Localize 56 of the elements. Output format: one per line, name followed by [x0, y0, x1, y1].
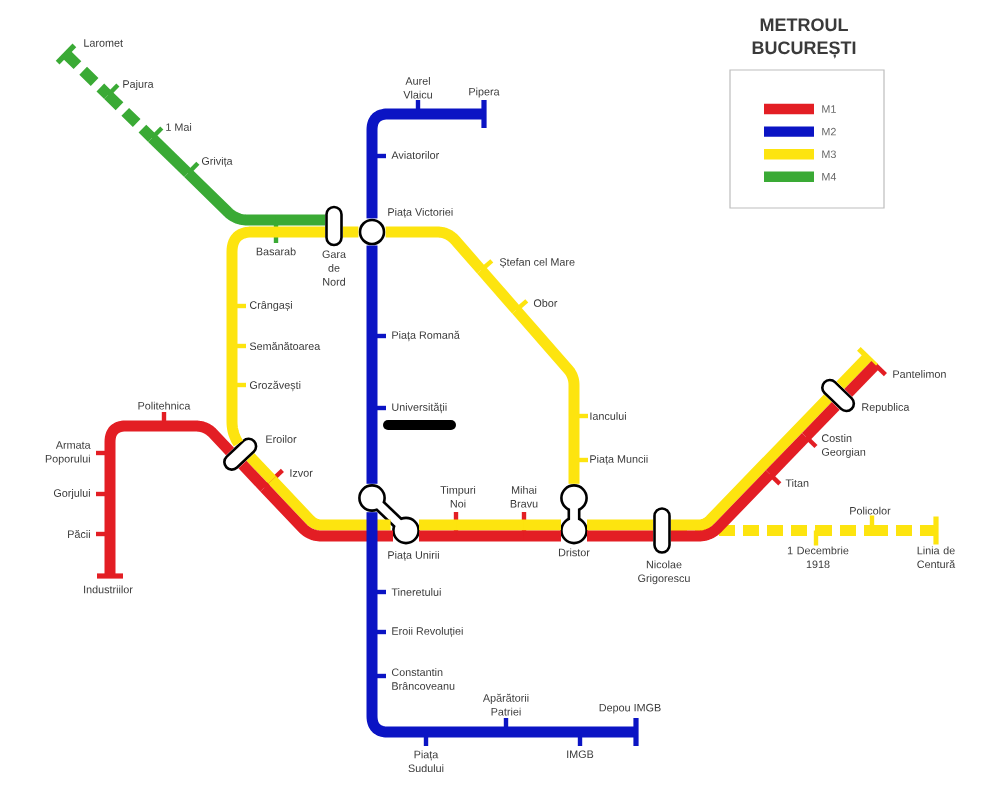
metro-line — [816, 525, 872, 536]
metro-line — [366, 245, 378, 336]
metro-line — [872, 525, 936, 536]
metro-line — [587, 530, 653, 542]
metro-line — [385, 226, 486, 274]
metro-line — [104, 453, 116, 494]
metro-line — [366, 336, 378, 408]
metro-line — [419, 530, 456, 542]
metro-line — [456, 519, 524, 531]
metro-line — [343, 226, 359, 238]
metro-line — [238, 460, 269, 492]
metro-line — [260, 483, 393, 542]
metro-line — [477, 266, 521, 314]
metro-line — [226, 385, 244, 448]
metro-line — [366, 108, 418, 156]
metro-line — [104, 420, 164, 453]
metro-line — [418, 108, 484, 120]
metro-line — [506, 726, 580, 738]
metro-line — [226, 346, 238, 385]
metro-line — [836, 353, 872, 390]
metro-line — [276, 226, 325, 238]
metro-line — [366, 156, 378, 219]
metro-line — [366, 512, 378, 592]
metro-line — [104, 91, 156, 142]
metro-line — [568, 460, 580, 484]
metro-line — [226, 226, 276, 306]
metro-line — [366, 592, 378, 632]
metro-line — [366, 408, 378, 484]
metro-line — [164, 420, 235, 456]
metro-line — [587, 519, 653, 531]
metro-line — [226, 306, 238, 346]
metro-line — [512, 306, 580, 416]
metro-line — [844, 361, 880, 397]
end-bar — [857, 347, 878, 368]
metro-line — [765, 432, 810, 478]
metro-line — [184, 169, 276, 226]
metro-line — [62, 50, 112, 99]
metro-line — [276, 214, 325, 226]
metro-line — [104, 534, 116, 576]
metro-line — [456, 530, 524, 542]
metro-line — [419, 519, 456, 531]
metro-line — [426, 726, 506, 738]
metro-line — [366, 632, 378, 676]
metro-line — [671, 394, 832, 531]
metro-line — [366, 676, 426, 738]
metro-line — [104, 494, 116, 534]
metro-line — [568, 416, 580, 460]
metro-line — [246, 453, 277, 484]
metro-line — [671, 470, 774, 542]
metro-line — [580, 726, 636, 738]
metro-line — [524, 519, 561, 531]
metro-line — [148, 134, 192, 178]
metro-line — [801, 402, 840, 441]
metro-line — [524, 530, 561, 542]
metro-line — [268, 476, 391, 531]
title: METROUL BUCUREȘTI — [752, 18, 856, 59]
